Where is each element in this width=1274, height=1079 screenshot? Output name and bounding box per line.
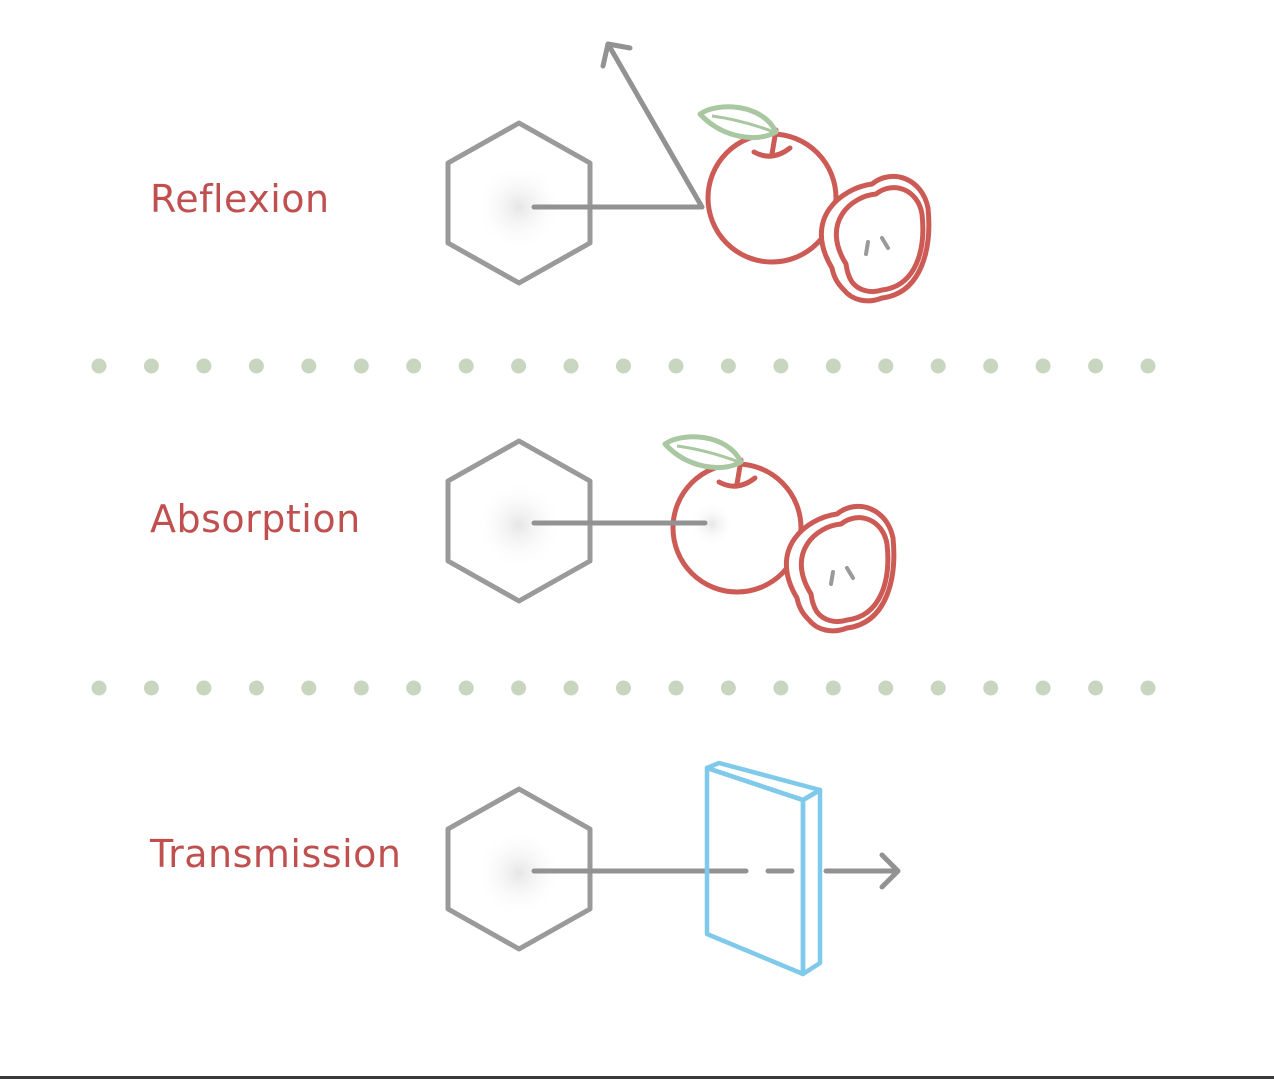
separator-dot — [143, 680, 159, 696]
separator-dot — [616, 358, 631, 374]
separator-dot — [248, 680, 264, 696]
separator-dot — [563, 358, 579, 374]
separator-dot — [1035, 358, 1051, 374]
separator-dot — [1088, 358, 1104, 374]
separator-dot — [91, 358, 107, 374]
separator-dot — [668, 680, 684, 696]
separator-dot — [406, 680, 422, 696]
separator-dot — [458, 680, 474, 696]
reflexion-row — [448, 41, 929, 301]
label-reflexion: Reflexion — [150, 177, 330, 221]
separator-dot — [353, 680, 369, 696]
absorption-row — [448, 437, 894, 631]
separator-dot — [720, 680, 736, 696]
light-ray-arrow-icon — [823, 852, 901, 890]
separator-dot — [983, 358, 999, 374]
separator-dot — [983, 680, 999, 696]
reflected-ray-arrow-icon — [600, 41, 705, 210]
separator-dot — [1088, 680, 1104, 696]
separator-dot — [773, 680, 789, 696]
separator-dot — [458, 358, 474, 374]
separator-dot — [563, 680, 579, 696]
separator-dot — [720, 358, 736, 374]
separator-dot — [773, 358, 789, 374]
label-absorption: Absorption — [150, 497, 361, 541]
separator-dot — [668, 358, 684, 374]
separator-dot — [930, 358, 946, 374]
separator-dot — [248, 358, 264, 374]
separator-dot — [143, 358, 159, 374]
separator-dot — [196, 680, 212, 696]
separator-dot — [196, 358, 212, 374]
bottom-border — [0, 1076, 1274, 1079]
glass-pane-icon — [704, 760, 823, 977]
separator-dot — [825, 680, 841, 696]
separator-dot — [930, 680, 946, 696]
separator-dot — [1140, 358, 1156, 374]
label-transmission: Transmission — [150, 832, 402, 876]
separator-dot — [878, 358, 894, 374]
separator-dot — [301, 680, 317, 696]
hexagon-light-source-icon — [448, 123, 590, 283]
separator-dot — [1035, 680, 1051, 696]
separator-dot — [878, 680, 894, 696]
separator-dot — [353, 358, 369, 374]
dotted-separator — [91, 680, 1156, 696]
separator-dot — [511, 358, 527, 374]
separator-dot — [825, 358, 841, 374]
apple-icon — [700, 107, 929, 301]
separator-dot — [301, 358, 317, 374]
separator-dot — [511, 680, 527, 696]
separator-dot — [1140, 680, 1156, 696]
separator-dot — [406, 358, 422, 374]
separator-dot — [616, 680, 631, 696]
transmission-row — [448, 760, 901, 977]
separator-dot — [91, 680, 107, 696]
dotted-separator — [91, 358, 1156, 374]
